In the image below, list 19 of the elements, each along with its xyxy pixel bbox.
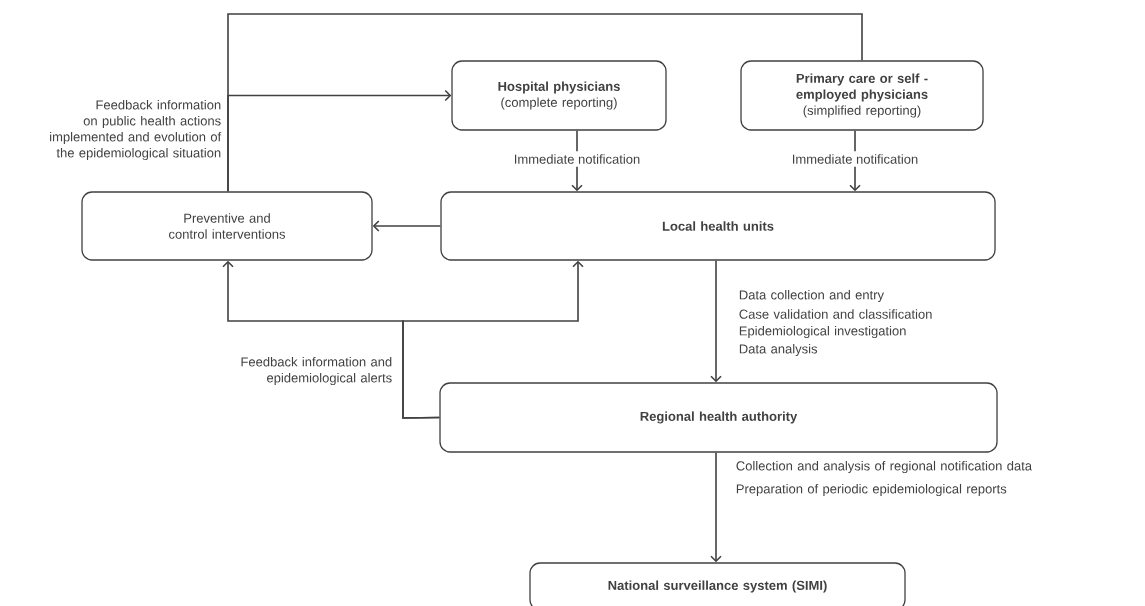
annotation-text: Data collection and entry [739, 289, 884, 303]
edge-label: Immediate notification [511, 151, 643, 167]
process-box: National surveillance system (SIMI) [529, 562, 906, 606]
annotation-text: Data analysis [739, 343, 818, 357]
edge-label: Immediate notification [789, 151, 921, 167]
arrow [402, 260, 584, 419]
arrow [710, 259, 722, 383]
annotation-text: Feedback information and epidemiological alerts [241, 356, 392, 386]
arrow [372, 220, 442, 232]
process-box: Regional health authority [439, 382, 998, 453]
annotation-text: Preparation of periodic epidemiological reports [736, 483, 1007, 497]
annotation-text: Feedback information on public health actions implemented and evolution of the epidemiological situation [50, 99, 222, 161]
arrow [710, 451, 722, 563]
process-box: Preventive and control interventions [81, 191, 373, 261]
process-box: Primary care or self - employed physicians (simplified reporting) [740, 60, 984, 131]
process-box: Local health units [440, 191, 996, 261]
process-box: Hospital physicians (complete reporting) [451, 60, 667, 131]
annotation-text: Case validation and classification [739, 309, 932, 319]
annotation-text: Epidemiological investigation [739, 325, 906, 339]
